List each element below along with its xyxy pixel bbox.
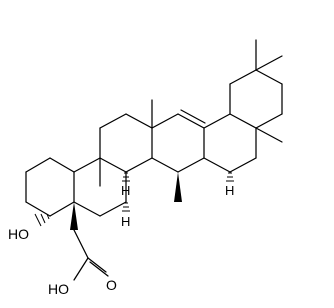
stereo-wedges bbox=[70, 172, 182, 230]
methyl-bonds bbox=[99, 39, 283, 187]
acid-hydroxyl-label: HO bbox=[48, 281, 69, 297]
stereo-hashes bbox=[34, 172, 234, 227]
atom-labels: HO HO O H H H bbox=[8, 183, 234, 297]
ring-bonds bbox=[25, 69, 283, 217]
stereo-h-label: H bbox=[121, 183, 130, 198]
hydroxyl-label: HO bbox=[8, 226, 29, 242]
carboxylic-acid-bonds bbox=[73, 229, 109, 281]
stereo-h-label: H bbox=[121, 214, 130, 229]
stereo-h-label: H bbox=[225, 183, 234, 198]
carbonyl-oxygen-label: O bbox=[106, 277, 117, 293]
